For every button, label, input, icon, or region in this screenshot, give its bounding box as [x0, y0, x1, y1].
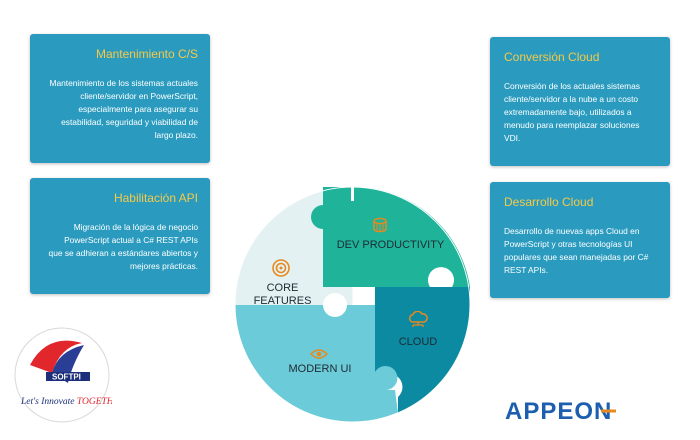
label-modern-ui: MODERN UI — [288, 363, 352, 375]
softpi-tagline: Let's Innovate TOGETHER — [20, 397, 112, 407]
card-conversion-cloud: Conversión Cloud Conversión de los actua… — [490, 37, 670, 166]
appeon-wordmark: APPEON — [505, 398, 612, 424]
card-habilitacion-api: Habilitación API Migración de la lógica … — [30, 178, 210, 294]
drum-icon — [372, 217, 388, 238]
softpi-brand-text: SOFTPI — [52, 373, 81, 382]
features-puzzle: CORE FEATURES DEV PRODUCTIVITY CLOUD MOD… — [234, 186, 471, 423]
card-body: Migración de la lógica de negocio PowerS… — [48, 222, 198, 271]
label-cloud: CLOUD — [398, 336, 438, 348]
target-icon — [272, 259, 290, 282]
puzzle-graphic — [234, 186, 471, 423]
card-mantenimiento-cs: Mantenimiento C/S Mantenimiento de los s… — [30, 34, 210, 163]
card-title: Habilitación API — [113, 191, 198, 205]
label-core-line1: CORE — [266, 282, 299, 294]
label-core-line2: FEATURES — [253, 295, 312, 307]
card-desarrollo-cloud: Desarrollo Cloud Desarrollo de nuevas ap… — [490, 182, 670, 298]
card-title: Conversión Cloud — [504, 50, 600, 64]
label-dev-productivity: DEV PRODUCTIVITY — [336, 239, 445, 251]
card-title: Desarrollo Cloud — [504, 195, 594, 209]
softpi-logo: SOFTPI Let's Innovate TOGETHER — [12, 325, 125, 425]
card-body: Conversión de los actuales sistemas clie… — [504, 81, 640, 143]
card-body: Desarrollo de nuevas apps Cloud en Power… — [504, 226, 649, 275]
puzzle-piece-dev-productivity — [311, 186, 470, 287]
label-core-features: CORE FEATURES — [245, 282, 320, 308]
card-title: Mantenimiento C/S — [95, 47, 198, 61]
eye-icon — [310, 347, 328, 365]
softpi-tagline-a: Let's Innovate — [20, 397, 77, 407]
cloud-network-icon — [407, 310, 429, 334]
softpi-tagline-b: TOGETHER — [77, 397, 112, 407]
puzzle-piece-cloud — [375, 287, 471, 413]
appeon-logo: APPEON — [505, 398, 675, 429]
card-body: Mantenimiento de los sistemas actuales c… — [49, 78, 199, 140]
